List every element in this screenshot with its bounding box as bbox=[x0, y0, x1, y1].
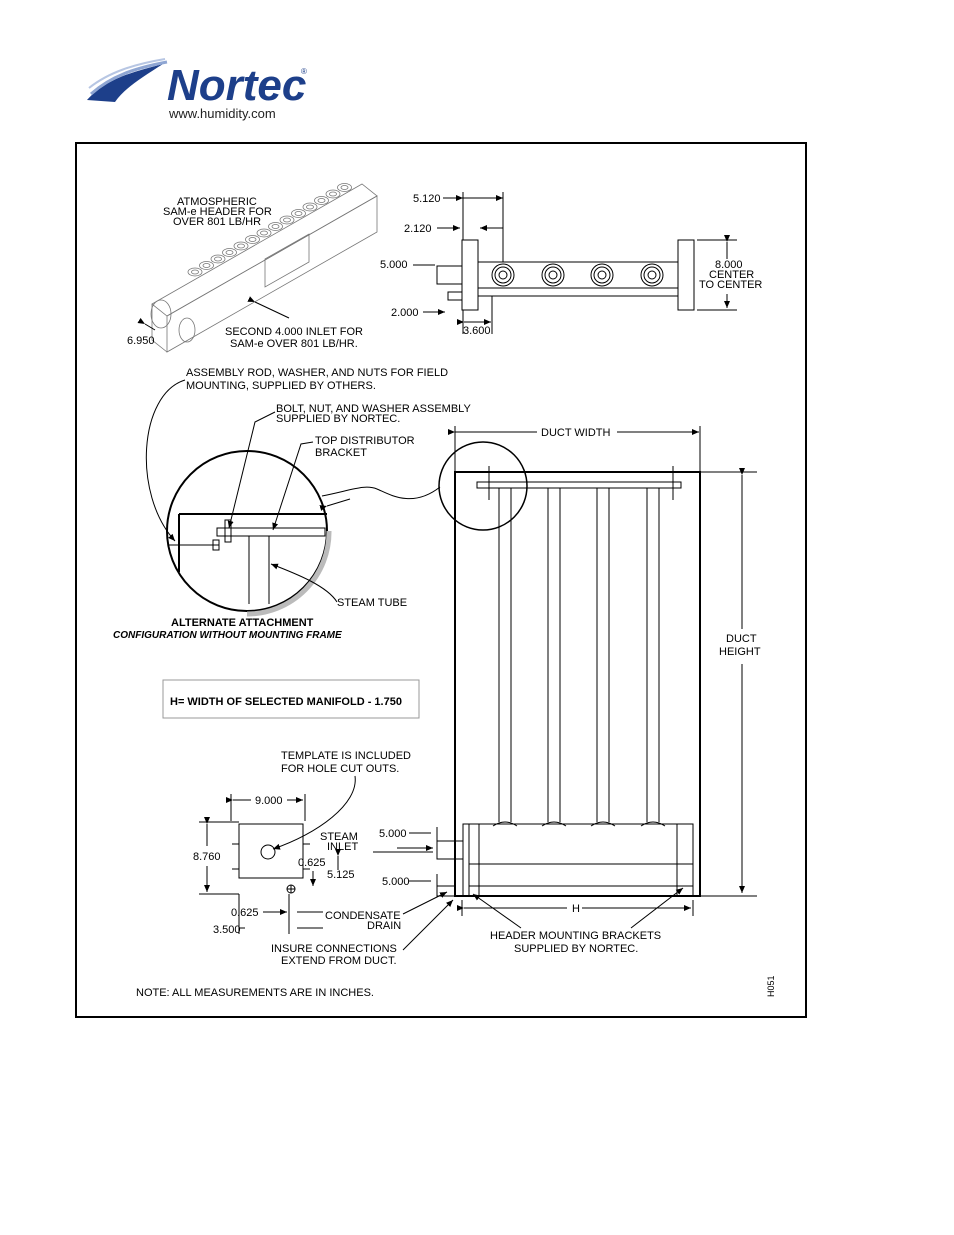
duct-height-line2: HEIGHT bbox=[719, 646, 761, 658]
duct-height-line1: DUCT bbox=[726, 633, 757, 645]
dim-2000: 2.000 bbox=[391, 307, 419, 319]
template-note-line1: TEMPLATE IS INCLUDED bbox=[281, 750, 411, 762]
isometric-header: ATMOSPHERIC SAM-e HEADER FOR OVER 801 LB… bbox=[127, 183, 378, 353]
alternate-attachment-detail: ASSEMBLY ROD, WASHER, AND NUTS FOR FIELD… bbox=[113, 367, 471, 641]
dim-5000-top: 5.000 bbox=[380, 259, 408, 271]
dim-8000: 8.000 bbox=[715, 259, 743, 271]
dim-0625-a: 0.625 bbox=[298, 857, 326, 869]
dim-5125: 5.125 bbox=[327, 869, 355, 881]
dim-5120: 5.120 bbox=[413, 193, 441, 205]
drawing-frame: ATMOSPHERIC SAM-e HEADER FOR OVER 801 LB… bbox=[75, 142, 807, 1018]
iso-second-inlet-line2: SAM-e OVER 801 LB/HR. bbox=[230, 338, 358, 350]
h-dim-label: H bbox=[572, 903, 580, 915]
steam-tube-label: STEAM TUBE bbox=[337, 597, 407, 609]
iso-second-inlet-line1: SECOND 4.000 INLET FOR bbox=[225, 326, 363, 338]
iso-dim-6950: 6.950 bbox=[127, 335, 155, 347]
iso-header-line3: OVER 801 LB/HR bbox=[173, 216, 261, 228]
measurements-note: NOTE: ALL MEASUREMENTS ARE IN INCHES. bbox=[136, 987, 374, 999]
iso-outlet-ring bbox=[256, 228, 272, 238]
top-view-outlet bbox=[590, 263, 614, 287]
template-note-line2: FOR HOLE CUT OUTS. bbox=[281, 763, 399, 775]
iso-outlet-ring bbox=[233, 241, 249, 251]
duct-width-label: DUCT WIDTH bbox=[541, 427, 611, 439]
assembly-rod-line1: ASSEMBLY ROD, WASHER, AND NUTS FOR FIELD bbox=[186, 367, 448, 379]
formula-text: H= WIDTH OF SELECTED MANIFOLD - 1.750 bbox=[170, 696, 402, 708]
iso-outlet-ring bbox=[279, 215, 295, 225]
wave-logo-icon: Nortec ® www.humidity.com bbox=[87, 58, 307, 121]
top-view-outlet bbox=[541, 263, 565, 287]
dim-3600: 3.600 bbox=[463, 325, 491, 337]
top-bracket-line1: TOP DISTRIBUTOR bbox=[315, 435, 415, 447]
nortec-logo: Nortec ® www.humidity.com bbox=[85, 58, 325, 124]
brackets-line2: SUPPLIED BY NORTEC. bbox=[514, 943, 638, 955]
assembly-rod-line2: MOUNTING, SUPPLIED BY OTHERS. bbox=[186, 380, 376, 392]
iso-outlet-ring bbox=[337, 183, 352, 192]
steam-tube bbox=[492, 488, 518, 827]
steam-tube bbox=[541, 488, 567, 827]
dim-3500: 3.500 bbox=[213, 924, 241, 936]
duct-view: DUCT WIDTH DUCT HEIGHT H HEADER MOUNTING… bbox=[379, 426, 761, 955]
iso-outlet-ring bbox=[199, 261, 214, 270]
dim-9000: 9.000 bbox=[255, 795, 283, 807]
iso-outlet-ring bbox=[245, 235, 260, 244]
top-bracket-line2: BRACKET bbox=[315, 447, 367, 459]
iso-outlet-ring bbox=[187, 267, 203, 277]
top-view: 5.120 2.120 5.000 2.000 3.600 8.000 CENT… bbox=[380, 192, 762, 337]
dim-8760: 8.760 bbox=[193, 851, 221, 863]
bolt-nut-line2: SUPPLIED BY NORTEC. bbox=[276, 413, 400, 425]
technical-drawing: ATMOSPHERIC SAM-e HEADER FOR OVER 801 LB… bbox=[113, 183, 776, 999]
dim-0625-b: 0.625 bbox=[231, 907, 259, 919]
iso-header-line1: ATMOSPHERIC bbox=[177, 196, 257, 208]
hole-template: TEMPLATE IS INCLUDED FOR HOLE CUT OUTS. … bbox=[193, 750, 454, 967]
steam-tube bbox=[590, 488, 616, 827]
dim-to-center-label: TO CENTER bbox=[699, 279, 762, 291]
detail-title: ALTERNATE ATTACHMENT bbox=[171, 617, 314, 629]
iso-header-line2: SAM-e HEADER FOR bbox=[163, 206, 272, 218]
condensate-line1: CONDENSATE bbox=[325, 910, 401, 922]
iso-outlet-ring bbox=[291, 209, 306, 218]
dim-2120: 2.120 bbox=[404, 223, 432, 235]
iso-outlet-ring bbox=[314, 196, 329, 205]
brand-registered: ® bbox=[301, 67, 307, 76]
brand-url: www.humidity.com bbox=[168, 106, 276, 121]
steam-inlet-line1: STEAM bbox=[320, 831, 358, 843]
dim-center-label: CENTER bbox=[709, 269, 754, 281]
top-view-outlet bbox=[491, 263, 515, 287]
condensate-line2: DRAIN bbox=[367, 920, 401, 932]
iso-outlet-ring bbox=[210, 254, 226, 264]
insure-line2: EXTEND FROM DUCT. bbox=[281, 955, 397, 967]
brand-name: Nortec bbox=[167, 61, 306, 110]
formula-box: H= WIDTH OF SELECTED MANIFOLD - 1.750 bbox=[162, 679, 420, 719]
iso-outlet-ring bbox=[302, 202, 318, 212]
dim-5000-inlet: 5.000 bbox=[379, 828, 407, 840]
brackets-line1: HEADER MOUNTING BRACKETS bbox=[490, 930, 661, 942]
iso-outlet-ring bbox=[325, 189, 341, 199]
top-view-outlet bbox=[640, 263, 664, 287]
iso-outlet-ring bbox=[222, 248, 237, 257]
dim-5000-drain: 5.000 bbox=[382, 876, 410, 888]
steam-inlet-line2: INLET bbox=[327, 841, 358, 853]
steam-tube bbox=[640, 488, 666, 827]
iso-outlet-ring bbox=[268, 222, 283, 231]
bolt-nut-line1: BOLT, NUT, AND WASHER ASSEMBLY bbox=[276, 403, 471, 415]
detail-subtitle: CONFIGURATION WITHOUT MOUNTING FRAME bbox=[113, 630, 342, 641]
insure-line1: INSURE CONNECTIONS bbox=[271, 943, 397, 955]
drawing-number: H051 bbox=[766, 975, 776, 997]
